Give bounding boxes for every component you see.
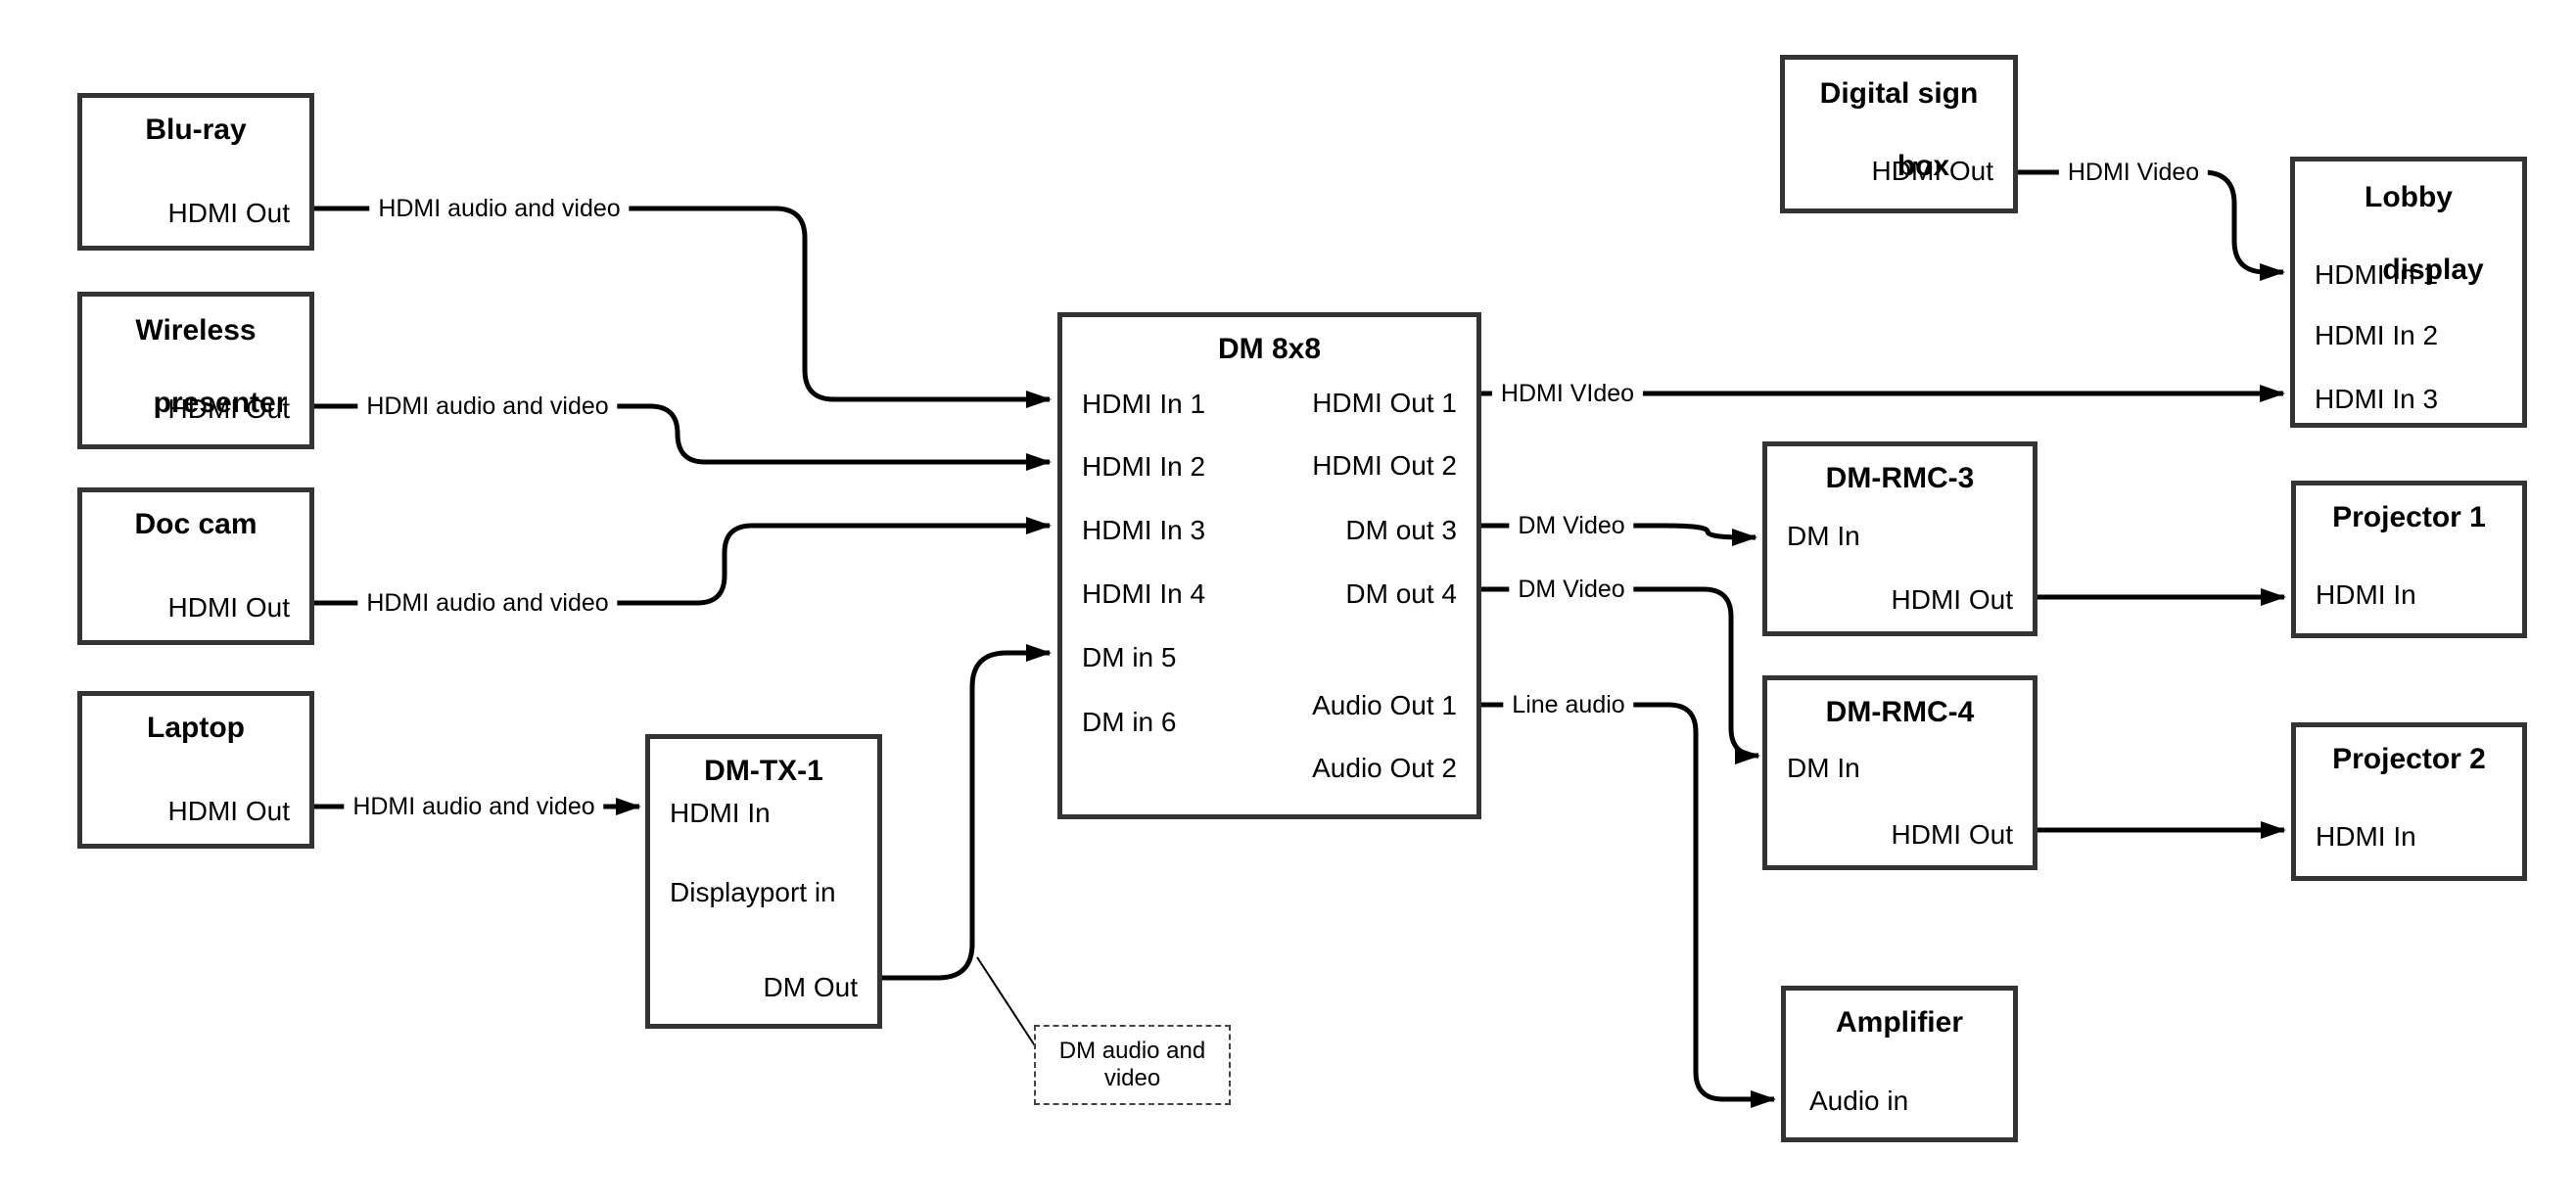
- port-hdmi-out: HDMI Out: [1891, 584, 2013, 615]
- port-hdmi-out-2: HDMI Out 2: [1312, 450, 1457, 481]
- port-hdmi-in: HDMI In: [2316, 579, 2416, 610]
- port-hdmi-out: HDMI Out: [1891, 819, 2013, 850]
- port-hdmi-out: HDMI Out: [1871, 156, 1993, 186]
- node-digital-sign-box: Digital sign box HDMI Out: [1780, 55, 2018, 213]
- node-title: Doc cam: [134, 508, 258, 540]
- node-dm-rmc-3: DM-RMC-3 DM In HDMI Out: [1762, 441, 2037, 636]
- node-title: DM-RMC-3: [1825, 462, 1975, 494]
- port-hdmi-in-4: HDMI In 4: [1082, 578, 1206, 609]
- node-projector-1: Projector 1 HDMI In: [2291, 481, 2527, 638]
- wire-label: HDMI audio and video: [357, 587, 618, 619]
- node-title: Projector 2: [2332, 743, 2486, 775]
- node-title: Digital sign box: [1785, 75, 2013, 184]
- wire-label: DM Video: [1509, 574, 1634, 605]
- port-audio-out-1: Audio Out 1: [1312, 690, 1457, 720]
- node-doc-cam: Doc cam HDMI Out: [77, 487, 314, 645]
- title-line: box: [1897, 150, 1950, 182]
- port-hdmi-in-1: HDMI In 1: [2315, 259, 2439, 290]
- note-line: DM audio and: [1058, 1038, 1206, 1064]
- node-lobby-display: Lobby display HDMI In 1 HDMI In 2 HDMI I…: [2290, 157, 2527, 428]
- port-audio-in: Audio in: [1809, 1086, 1909, 1116]
- port-hdmi-out: HDMI Out: [167, 198, 290, 228]
- node-title: Wireless presenter: [82, 312, 309, 421]
- dm-audio-video-note: DM audio and video: [1034, 1025, 1231, 1105]
- port-hdmi-in: HDMI In: [2316, 821, 2416, 852]
- note-leader-line: [976, 956, 1037, 1048]
- node-projector-2: Projector 2 HDMI In: [2291, 722, 2527, 881]
- node-blu-ray: Blu-ray HDMI Out: [77, 93, 314, 251]
- port-dm-in-5: DM in 5: [1082, 642, 1177, 672]
- node-title: DM 8x8: [1217, 333, 1322, 365]
- port-hdmi-out-1: HDMI Out 1: [1312, 388, 1457, 418]
- port-hdmi-in-2: HDMI In 2: [1082, 451, 1206, 482]
- port-hdmi-in-2: HDMI In 2: [2315, 320, 2439, 350]
- wire-label: DM Video: [1509, 510, 1634, 541]
- node-dm-tx-1: DM-TX-1 HDMI In Displayport in DM Out: [645, 734, 882, 1029]
- title-line: display: [2382, 254, 2484, 286]
- node-dm-8x8: DM 8x8 HDMI In 1 HDMI In 2 HDMI In 3 HDM…: [1057, 312, 1481, 819]
- port-displayport-in: Displayport in: [670, 877, 836, 907]
- wire-label: HDMI audio and video: [344, 791, 604, 822]
- title-line: Digital sign: [1819, 77, 1979, 110]
- node-title: Amplifier: [1835, 1006, 1964, 1039]
- node-laptop: Laptop HDMI Out: [77, 691, 314, 849]
- port-hdmi-in-3: HDMI In 3: [1082, 515, 1206, 545]
- wire-label: HDMI audio and video: [369, 193, 630, 224]
- node-dm-rmc-4: DM-RMC-4 DM In HDMI Out: [1762, 675, 2037, 870]
- port-hdmi-out: HDMI Out: [167, 796, 290, 826]
- port-hdmi-in-1: HDMI In 1: [1082, 389, 1206, 419]
- port-hdmi-out: HDMI Out: [167, 592, 290, 623]
- wire-label: HDMI VIdeo: [1491, 378, 1644, 409]
- title-line: presenter: [153, 387, 288, 419]
- node-amplifier: Amplifier Audio in: [1781, 986, 2018, 1142]
- wire-dm8x8-audio1-to-amplifier: [1481, 702, 1776, 1108]
- node-title: Lobby display: [2295, 179, 2522, 288]
- wire-label: Line audio: [1503, 689, 1634, 720]
- node-title: DM-RMC-4: [1825, 696, 1975, 728]
- node-wireless-presenter: Wireless presenter HDMI Out: [77, 292, 314, 449]
- port-hdmi-out: HDMI Out: [167, 393, 290, 424]
- wire-label: HDMI Video: [2058, 157, 2209, 188]
- port-hdmi-in: HDMI In: [670, 798, 771, 828]
- wire-dm8x8-out4-to-rmc4: [1481, 586, 1760, 764]
- note-line: video: [1103, 1065, 1161, 1091]
- title-line: Lobby: [2365, 181, 2453, 213]
- wire-dm8x8-out3-to-rmc3: [1481, 523, 1757, 546]
- node-title: DM-TX-1: [704, 755, 823, 787]
- wire-label: HDMI audio and video: [357, 391, 618, 422]
- node-title: Laptop: [147, 712, 245, 744]
- title-line: Wireless: [135, 314, 257, 346]
- node-title: Blu-ray: [145, 114, 247, 146]
- port-dm-out-3: DM out 3: [1345, 515, 1457, 545]
- port-hdmi-in-3: HDMI In 3: [2315, 384, 2439, 414]
- node-title: Projector 1: [2332, 501, 2486, 533]
- port-dm-out: DM Out: [763, 972, 858, 1002]
- port-dm-in: DM In: [1787, 753, 1860, 783]
- wire-wireless-to-dm8x8-in2: [313, 403, 1052, 471]
- port-audio-out-2: Audio Out 2: [1312, 753, 1457, 783]
- port-dm-in-6: DM in 6: [1082, 707, 1177, 737]
- port-dm-out-4: DM out 4: [1345, 578, 1457, 609]
- wire-sign-to-lobby-in1: [2017, 169, 2285, 281]
- wire-doccam-to-dm8x8-in3: [313, 517, 1052, 606]
- port-dm-in: DM In: [1787, 521, 1860, 551]
- wire-dmtx1-to-dm8x8-in5: [882, 644, 1052, 981]
- wire-bluray-to-dm8x8-in1: [313, 206, 1052, 408]
